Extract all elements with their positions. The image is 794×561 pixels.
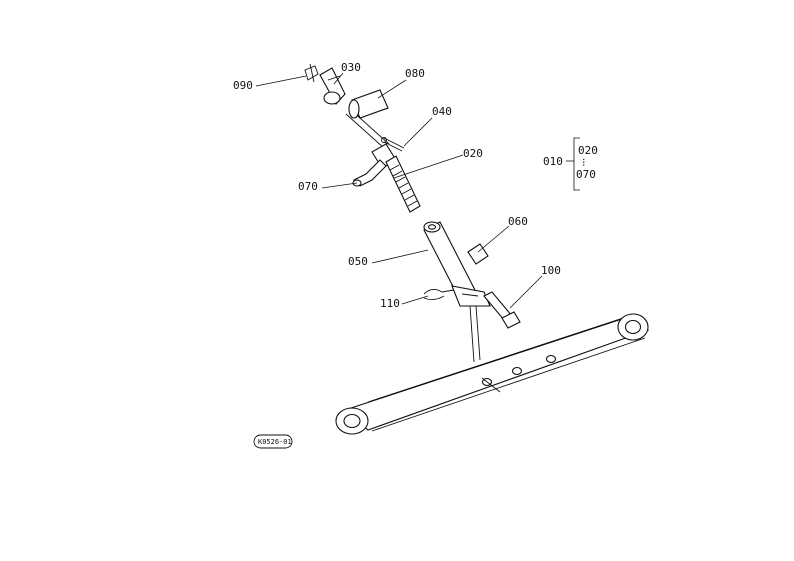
callout-020: 020 (463, 147, 483, 160)
cotter-pin-040 (381, 137, 405, 152)
group-main-label: 010 (543, 155, 563, 168)
lower-link-arm (335, 313, 650, 435)
leader-lines (255, 72, 580, 309)
callout-090: 090 (233, 79, 253, 92)
callout-060: 060 (508, 215, 528, 228)
grease-fitting-060 (467, 243, 489, 265)
snap-ring-090 (304, 63, 319, 83)
group-from-label: 020 (578, 144, 598, 157)
lift-rod-assembly (319, 67, 491, 363)
callout-080: 080 (405, 67, 425, 80)
reference-code: K0526-01 (258, 438, 292, 446)
callout-030: 030 (341, 61, 361, 74)
callout-040: 040 (432, 105, 452, 118)
reference-badge: K0526-01 (253, 434, 293, 449)
clip-pin-110 (423, 289, 455, 301)
group-to-label: 070 (576, 168, 596, 181)
bolt-070 (352, 159, 387, 187)
callout-070: 070 (298, 180, 318, 193)
pin-080 (348, 89, 389, 119)
callout-100: 100 (541, 264, 561, 277)
bolt-100 (483, 291, 521, 329)
group-range-separator: ⁝ (582, 156, 586, 169)
callout-110: 110 (380, 297, 400, 310)
callout-050: 050 (348, 255, 368, 268)
